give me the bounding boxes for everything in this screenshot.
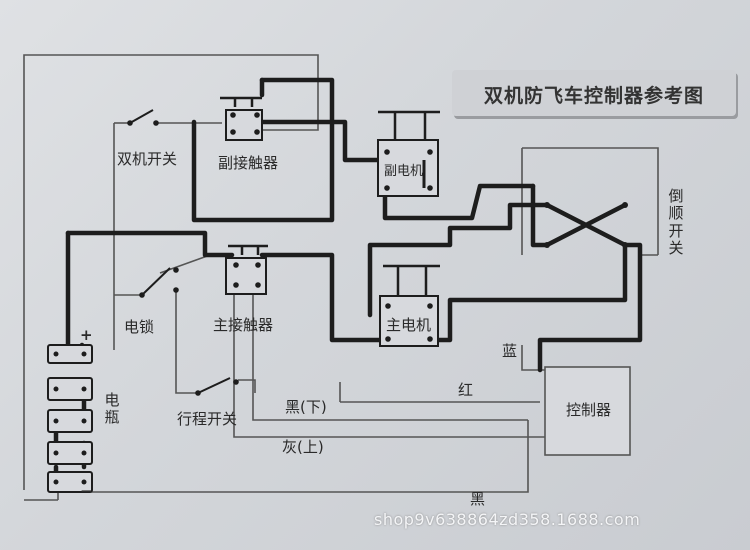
label-power-lock: 电锁 xyxy=(124,318,155,336)
label-battery-minus: − xyxy=(80,482,93,500)
aux-motor-symbol xyxy=(377,110,440,197)
battery-terminals xyxy=(53,351,87,485)
aux-contactor-symbol xyxy=(220,96,263,141)
label-wire-black: 黑 xyxy=(470,490,486,508)
controller-box xyxy=(544,366,631,456)
label-aux-motor: 副电机 xyxy=(384,164,424,179)
dual-switch-symbol xyxy=(127,109,159,126)
label-main-contactor: 主接触器 xyxy=(213,316,274,334)
label-wire-grey-up: 灰(上) xyxy=(282,438,324,456)
label-wire-blue: 蓝 xyxy=(502,342,518,360)
thick-wires xyxy=(53,77,643,483)
power-lock-symbol xyxy=(139,267,179,298)
label-main-motor: 主电机 xyxy=(386,316,432,334)
label-controller: 控制器 xyxy=(566,401,612,419)
label-battery: 电瓶 xyxy=(104,391,120,427)
reverse-switch-contacts xyxy=(544,202,628,248)
watermark: shop9v638864zd358.1688.com xyxy=(374,510,641,529)
title-banner: 双机防飞车控制器参考图 xyxy=(452,70,736,116)
label-battery-plus: + xyxy=(80,326,93,344)
label-travel-switch: 行程开关 xyxy=(177,410,238,428)
label-dual-switch: 双机开关 xyxy=(117,150,178,168)
label-wire-black-down: 黑(下) xyxy=(285,398,327,416)
main-contactor-symbol xyxy=(225,244,268,295)
label-reverse-switch: 倒顺开关 xyxy=(668,187,684,257)
diagram-title: 双机防飞车控制器参考图 xyxy=(483,85,704,107)
main-motor-symbol xyxy=(379,264,440,347)
travel-switch-symbol xyxy=(195,377,239,396)
label-aux-contactor: 副接触器 xyxy=(218,154,279,172)
battery-stack xyxy=(47,344,93,493)
label-wire-red: 红 xyxy=(458,381,474,399)
